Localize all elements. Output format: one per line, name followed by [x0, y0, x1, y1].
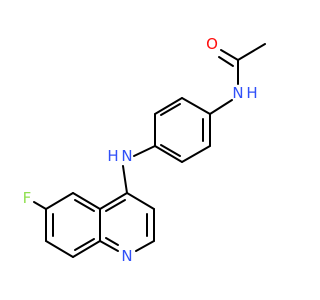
bond-benzo-5 — [72, 240, 101, 258]
atom-F: F — [23, 189, 32, 207]
bond-benzene-inner-b — [160, 144, 181, 157]
bond-N-ring — [209, 99, 233, 115]
bond-benzene-2 — [181, 145, 211, 163]
bond-benzo-inner-a — [74, 199, 95, 212]
bond-pyridine-4 — [99, 240, 119, 252]
bond-pyridine-inner-c — [105, 237, 119, 246]
bond-pyridine-1 — [126, 192, 155, 210]
bond-benzene-inner-c — [160, 103, 181, 116]
bond-pyridine-inner-b — [105, 199, 126, 212]
bond-pyridine-3 — [135, 240, 155, 252]
bond-carbonyl-O-double — [218, 56, 234, 67]
bond-benzo-1 — [72, 192, 101, 210]
atom-H-amine: H — [107, 147, 118, 165]
bond-benzo-inner-c — [74, 238, 95, 251]
atom-N-amine: N — [121, 147, 132, 165]
atom-N-amide: N — [232, 84, 243, 102]
bond-benzene-3 — [154, 145, 183, 163]
bond-benzene-5 — [154, 97, 183, 115]
bond-benzene-NH — [133, 145, 156, 157]
bond-NH-quinoline — [122, 165, 128, 194]
bond-benzo-4 — [45, 240, 74, 258]
bond-benzo-2 — [45, 192, 74, 210]
atom-O: O — [206, 35, 218, 53]
atom-H-amide: H — [246, 84, 257, 102]
bond-methyl-carbonyl — [237, 43, 266, 61]
bond-benzene-6 — [181, 97, 211, 115]
bond-carbonyl-O — [220, 49, 239, 61]
bonds — [33, 43, 266, 258]
molecule-structure: O N H N H F N — [23, 35, 266, 265]
molecule-drawing: O N H N H F N — [23, 35, 266, 265]
bond-pyridine-6 — [99, 192, 128, 210]
atom-N-ring: N — [121, 247, 132, 265]
bond-benzo-F — [33, 201, 47, 210]
atom-labels: O N H N H F N — [23, 35, 258, 265]
